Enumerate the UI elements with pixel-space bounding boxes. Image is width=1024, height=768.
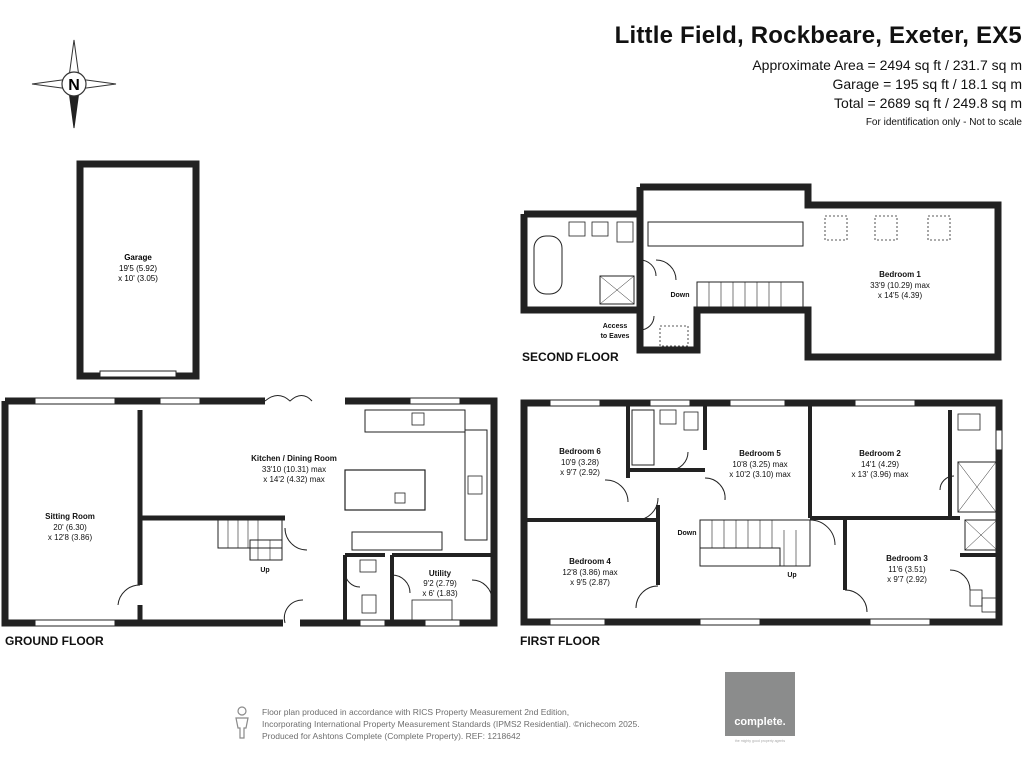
bedroom-3-dim-2: x 9'7 (2.92) — [887, 575, 927, 584]
area-summary: Approximate Area = 2494 sq ft / 231.7 sq… — [752, 56, 1022, 113]
disclaimer: For identification only - Not to scale — [865, 117, 1022, 128]
bedroom-6-dim-2: x 9'7 (2.92) — [560, 468, 600, 477]
area-line-garage: Garage = 195 sq ft / 18.1 sq m — [832, 76, 1023, 92]
garage-dim-2: x 10' (3.05) — [118, 274, 158, 283]
garage-dim-1: 19'5 (5.92) — [119, 264, 157, 273]
garage-name: Garage — [124, 253, 152, 262]
bedroom-1-dim-1: 33'9 (10.29) max — [870, 281, 930, 290]
footer-note: Floor plan produced in accordance with R… — [262, 706, 640, 742]
bedroom-5-name: Bedroom 5 — [739, 449, 781, 458]
sitting-room-name: Sitting Room — [45, 512, 95, 521]
area-line-total: Total = 2689 sq ft / 249.8 sq m — [834, 95, 1022, 111]
bedroom-6-name: Bedroom 6 — [559, 447, 601, 456]
eaves-label-2: to Eaves — [601, 333, 630, 340]
second-stairs-down-label: Down — [670, 292, 689, 299]
first-floor-plan — [520, 399, 1003, 626]
agent-logo: complete. — [725, 672, 795, 736]
agent-logo-text: complete. — [734, 716, 786, 728]
kitchen-dim-2: x 14'2 (4.32) max — [263, 475, 325, 484]
footer-line-1: Floor plan produced in accordance with R… — [262, 707, 570, 717]
footer-line-3: Produced for Ashtons Complete (Complete … — [262, 731, 521, 741]
bedroom-1-name: Bedroom 1 — [879, 270, 921, 279]
bedroom-2-name: Bedroom 2 — [859, 449, 901, 458]
area-line-approx: Approximate Area = 2494 sq ft / 231.7 sq… — [752, 57, 1022, 73]
utility-dim-2: x 6' (1.83) — [422, 589, 458, 598]
compass-icon: N — [31, 39, 117, 129]
garage-plan: Garage 19'5 (5.92) x 10' (3.05) — [76, 160, 200, 380]
utility-name: Utility — [429, 569, 452, 578]
bedroom-1-dim-2: x 14'5 (4.39) — [878, 291, 923, 300]
ground-stairs-up-label: Up — [260, 567, 269, 574]
eaves-label-1: Access — [603, 323, 628, 330]
first-floor-title: FIRST FLOOR — [520, 634, 600, 648]
utility-dim-1: 9'2 (2.79) — [423, 579, 457, 588]
person-icon — [235, 706, 249, 739]
footer-line-2: Incorporating International Property Mea… — [262, 719, 640, 729]
bedroom-3-name: Bedroom 3 — [886, 554, 928, 563]
second-floor-plan — [520, 183, 1002, 361]
bedroom-4-dim-2: x 9'5 (2.87) — [570, 578, 610, 587]
bedroom-4-dim-1: 12'8 (3.86) max — [562, 568, 617, 577]
sitting-room-dim-2: x 12'8 (3.86) — [48, 533, 93, 542]
kitchen-dim-1: 33'10 (10.31) max — [262, 465, 326, 474]
bedroom-5-dim-1: 10'8 (3.25) max — [732, 460, 787, 469]
first-floor-labels: Bedroom 6 10'9 (3.28) x 9'7 (2.92) Bedro… — [520, 447, 928, 648]
compass-letter: N — [68, 77, 80, 94]
first-stairs-down-label: Down — [677, 530, 696, 537]
first-stairs-up-label: Up — [787, 572, 796, 579]
bedroom-3-dim-1: 11'6 (3.51) — [888, 565, 926, 574]
sitting-room-dim-1: 20' (6.30) — [53, 523, 87, 532]
kitchen-name: Kitchen / Dining Room — [251, 454, 337, 463]
bedroom-2-dim-1: 14'1 (4.29) — [861, 460, 899, 469]
bedroom-6-dim-1: 10'9 (3.28) — [561, 458, 599, 467]
second-floor-labels: Bedroom 1 33'9 (10.29) max x 14'5 (4.39)… — [522, 270, 930, 364]
bedroom-4-name: Bedroom 4 — [569, 557, 611, 566]
property-address: Little Field, Rockbeare, Exeter, EX5 — [614, 22, 1022, 49]
ground-floor-plan — [1, 395, 498, 627]
bedroom-5-dim-2: x 10'2 (3.10) max — [729, 470, 791, 479]
second-floor-title: SECOND FLOOR — [522, 350, 619, 364]
ground-floor-title: GROUND FLOOR — [5, 634, 104, 648]
bedroom-2-dim-2: x 13' (3.96) max — [851, 470, 908, 479]
agent-logo-tagline: the mighty good property agents — [734, 739, 786, 743]
ground-floor-labels: Sitting Room 20' (6.30) x 12'8 (3.86) Ki… — [5, 454, 458, 648]
